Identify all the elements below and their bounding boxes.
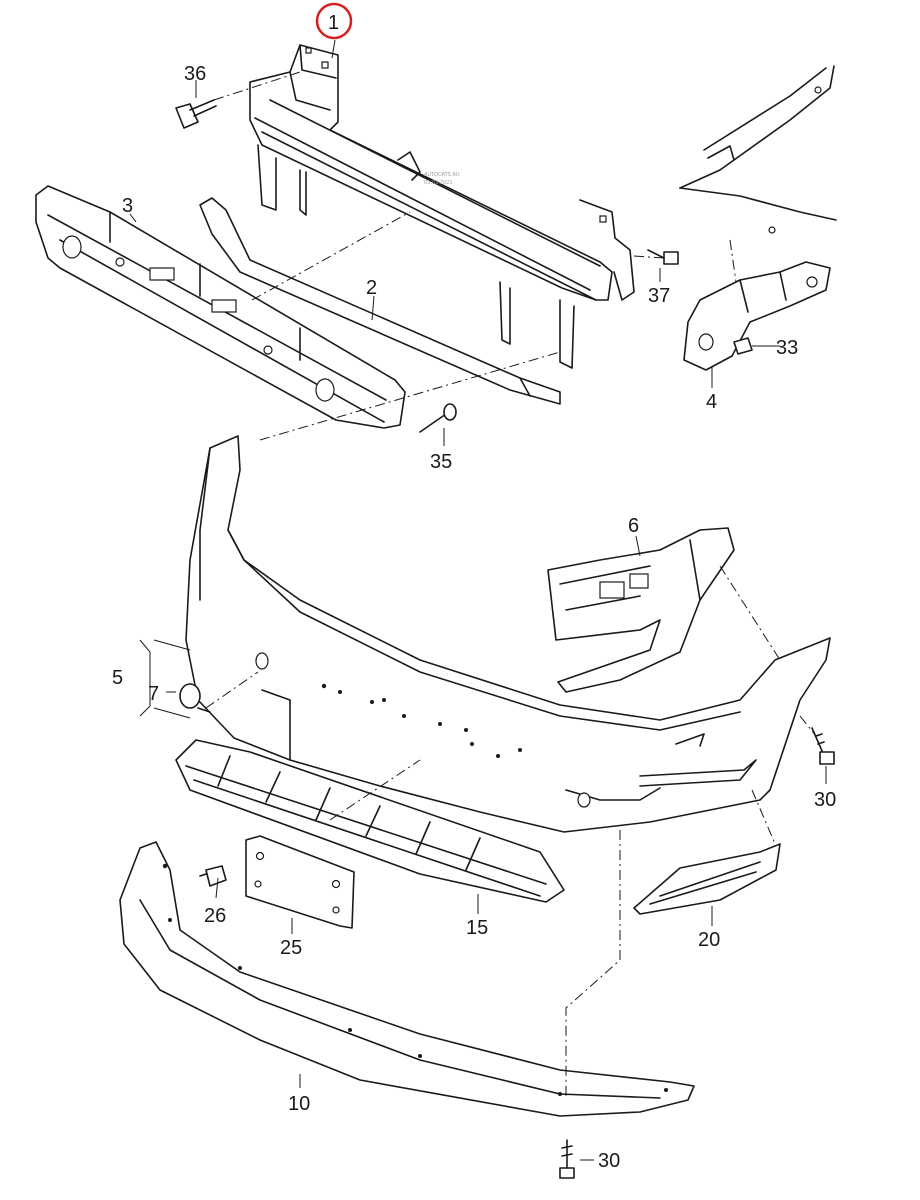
fender [679, 65, 837, 234]
callout-25[interactable]: 25 [280, 937, 302, 959]
part-10-lower-spoiler [119, 841, 695, 1117]
callout-20[interactable]: 20 [698, 929, 720, 951]
part-6-bracket [547, 527, 735, 693]
part-26-clip [199, 865, 227, 887]
part-20-trim-strip [633, 843, 781, 915]
part-30-screw-side [811, 727, 835, 765]
part-7-tow-hook-cap [179, 683, 211, 713]
callout-35[interactable]: 35 [430, 451, 452, 473]
callout-30-side[interactable]: 30 [814, 789, 836, 811]
callout-15[interactable]: 15 [466, 917, 488, 939]
part-25-plate-bracket [245, 835, 355, 929]
callout-10[interactable]: 10 [288, 1093, 310, 1115]
callout-26[interactable]: 26 [204, 905, 226, 927]
part-36-bolt [175, 99, 217, 129]
part-37-screw [647, 249, 679, 265]
callout-4[interactable]: 4 [706, 391, 717, 413]
part-4-fender-bracket [683, 261, 831, 371]
part-2-strip [199, 197, 561, 405]
part-5-bumper-cover [185, 435, 831, 833]
callout-37[interactable]: 37 [648, 285, 670, 307]
leader-lines [129, 39, 827, 1161]
callout-labels: 1 2 3 4 5 6 7 10 15 20 25 26 30 30 33 35… [112, 12, 836, 1172]
callout-30-bottom[interactable]: 30 [598, 1150, 620, 1172]
callout-2[interactable]: 2 [366, 277, 377, 299]
part-30-screw-bottom [559, 1139, 575, 1179]
callout-1[interactable]: 1 [328, 12, 339, 34]
callout-5[interactable]: 5 [112, 667, 123, 689]
callout-6[interactable]: 6 [628, 515, 639, 537]
assembly-lines [205, 71, 817, 1096]
callout-3[interactable]: 3 [122, 195, 133, 217]
svg-text:AUTOCATS.RU: AUTOCATS.RU [424, 172, 460, 178]
part-15-lower-grille [175, 739, 565, 903]
part-33-nut [733, 337, 753, 355]
callout-7[interactable]: 7 [148, 683, 159, 705]
callout-1-highlight [315, 2, 353, 40]
svg-text:03.03.2021: 03.03.2021 [424, 180, 453, 186]
part-3-energy-absorber [35, 185, 406, 429]
part-1-bumper-reinforcement: AUTOCATS.RU 03.03.2021 [249, 44, 635, 369]
callout-36[interactable]: 36 [184, 63, 206, 85]
callout-33[interactable]: 33 [776, 337, 798, 359]
part-35-rivet [419, 403, 457, 433]
